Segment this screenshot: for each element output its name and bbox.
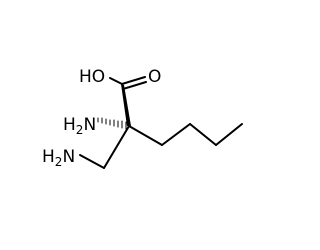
bond-c-oh [109,77,123,85]
aminomethyl-label: H2N [42,147,75,169]
aminomethyl-subscript: 2 [55,155,63,169]
wedge-bond [121,84,131,126]
alpha-amino-subscript: 2 [76,123,84,137]
bond-c1-c2 [161,123,191,146]
bond-ch2-nh2 [79,154,105,169]
bond-calpha-c1 [128,125,163,146]
bond-c-o-double-1 [121,76,146,85]
hydroxyl-label: HO [79,67,105,87]
alpha-amino-label: H2N [63,115,96,137]
bond-c3-c4 [215,123,243,146]
bond-c2-c3 [189,123,217,146]
carbonyl-oxygen-label: O [148,67,161,87]
bond-c-o-double-2 [122,81,147,90]
hashed-bond [97,117,127,130]
structure-canvas: HO O H2N H2N [42,67,243,169]
molecule-drawing: HO O H2N H2N [42,67,243,169]
bond-calpha-ch2 [103,125,130,169]
